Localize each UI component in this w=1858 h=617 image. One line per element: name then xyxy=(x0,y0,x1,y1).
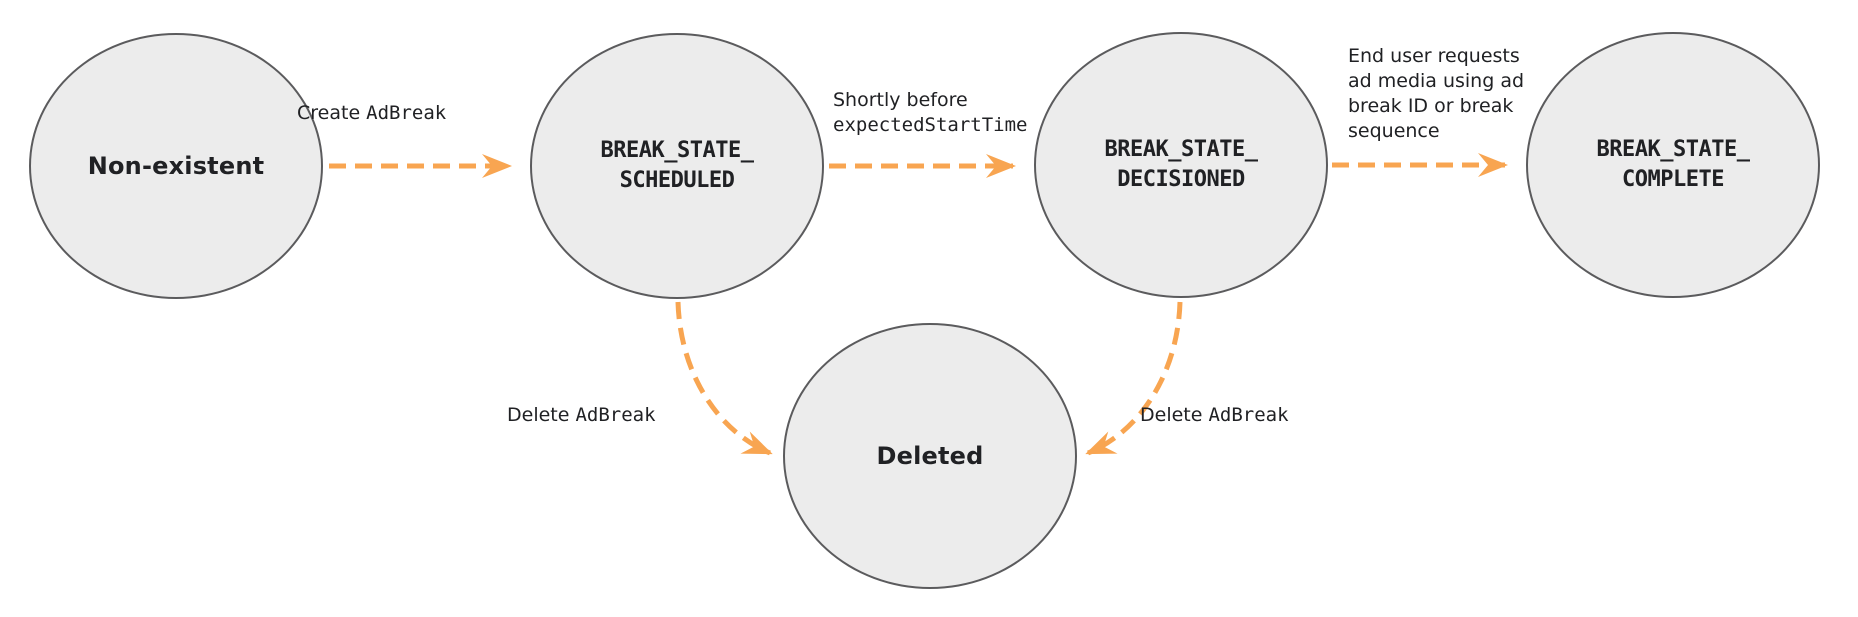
edge-label-text: Delete xyxy=(507,404,576,426)
state-label-break-state-decisioned: BREAK_STATE_ DECISIONED xyxy=(1105,135,1258,195)
state-label-line2: SCHEDULED xyxy=(619,168,735,193)
state-node-break-state-complete: BREAK_STATE_ COMPLETE xyxy=(1526,32,1820,298)
edge-label-code: expectedStartTime xyxy=(833,114,1028,136)
edge-label-code: AdBreak xyxy=(575,404,656,426)
state-label-line2: COMPLETE xyxy=(1622,167,1724,192)
state-label-break-state-complete: BREAK_STATE_ COMPLETE xyxy=(1597,135,1750,195)
edge-label-text: ad media using ad xyxy=(1348,70,1525,92)
edge-label-shortly-before: Shortly before expectedStartTime xyxy=(833,88,1027,138)
edge-label-code: AdBreak xyxy=(1208,404,1289,426)
state-label-non-existent: Non-existent xyxy=(87,152,265,180)
state-label-line1: BREAK_STATE_ xyxy=(1104,137,1258,162)
edge-label-text: Shortly before xyxy=(833,89,968,111)
edge-label-end-user-requests: End user requests ad media using ad brea… xyxy=(1348,44,1524,144)
state-label-deleted: Deleted xyxy=(876,442,984,470)
edge-label-text: End user requests xyxy=(1348,45,1520,67)
state-node-break-state-decisioned: BREAK_STATE_ DECISIONED xyxy=(1034,32,1328,298)
state-node-non-existent: Non-existent xyxy=(29,33,323,299)
state-label-line1: BREAK_STATE_ xyxy=(600,138,754,163)
edge-label-text: Delete xyxy=(1140,404,1209,426)
state-label-line2: DECISIONED xyxy=(1117,167,1245,192)
edge-label-delete-adbreak-left: Delete AdBreak xyxy=(507,403,656,428)
arrow-delete-adbreak-from-scheduled xyxy=(675,301,773,456)
arrow-delete-adbreak-from-decisioned xyxy=(1085,301,1183,456)
edge-label-text: break ID or break xyxy=(1348,95,1514,117)
state-label-line1: BREAK_STATE_ xyxy=(1596,137,1750,162)
edge-label-text: Create xyxy=(297,102,367,124)
state-node-break-state-scheduled: BREAK_STATE_ SCHEDULED xyxy=(530,33,824,299)
edge-label-code: AdBreak xyxy=(366,102,447,124)
edge-label-delete-adbreak-right: Delete AdBreak xyxy=(1140,403,1289,428)
state-node-deleted: Deleted xyxy=(783,323,1077,589)
edge-label-create-adbreak: Create AdBreak xyxy=(297,101,446,126)
edge-label-text: sequence xyxy=(1348,120,1440,142)
state-label-break-state-scheduled: BREAK_STATE_ SCHEDULED xyxy=(601,136,754,196)
